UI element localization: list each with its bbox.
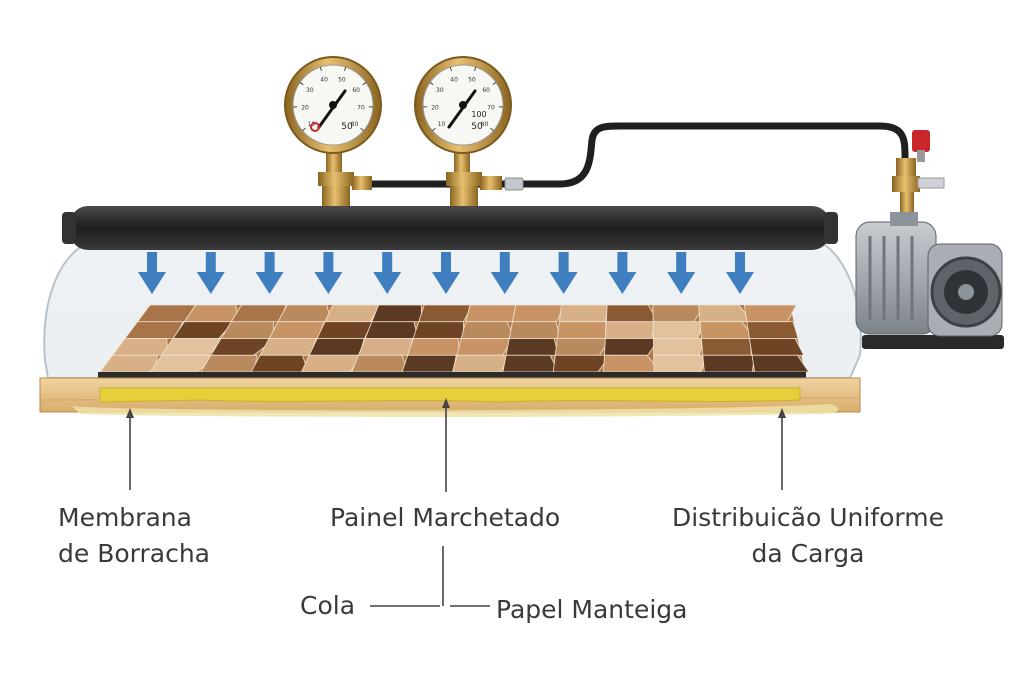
- veneer-piece: [508, 321, 562, 339]
- gauge-scale-label: 30: [306, 87, 314, 94]
- veneer-piece: [371, 304, 423, 323]
- veneer-piece: [512, 304, 565, 323]
- glue-squeeze-out: [72, 404, 839, 417]
- pressure-arrow: [608, 252, 637, 294]
- gauge-scale-label: 10: [438, 121, 446, 128]
- gauge-scale-label: 50: [338, 76, 346, 83]
- label-uniform-load: Distribuicão Uniforme da Carga: [672, 503, 944, 568]
- veneer-piece: [316, 321, 374, 339]
- veneer-piece: [300, 354, 361, 373]
- veneer-piece: [748, 338, 805, 356]
- veneer-piece: [259, 338, 317, 356]
- veneer-piece: [401, 354, 457, 373]
- gauge-scale-label: 40: [320, 76, 328, 83]
- veneer-piece: [746, 321, 799, 339]
- gauge-needle: [317, 89, 347, 129]
- gauge-scale-label: 20: [301, 104, 309, 111]
- veneer-piece: [324, 304, 381, 323]
- veneer-piece: [407, 338, 461, 356]
- veneer-piece: [308, 338, 365, 356]
- pressure-arrow: [255, 252, 284, 294]
- veneer-piece: [652, 321, 705, 339]
- gauge-scale-label: 60: [482, 87, 490, 94]
- veneer-piece: [605, 304, 659, 323]
- veneer-piece: [653, 354, 707, 373]
- veneer-piece: [558, 304, 609, 323]
- veneer-piece: [456, 338, 514, 356]
- pressure-arrow: [549, 252, 578, 294]
- veneer-piece: [351, 354, 409, 373]
- label-rubber-membrane: Membrana de Borracha: [58, 503, 210, 568]
- veneer-piece: [700, 338, 752, 356]
- veneer-piece: [418, 304, 473, 323]
- veneer-piece: [268, 321, 325, 339]
- gauge-scale-label: 30: [436, 87, 444, 94]
- gauge-scale-label: 80: [481, 121, 489, 128]
- marquetry-panel: [99, 304, 810, 373]
- vacuum-pump: [855, 212, 1004, 349]
- red-valve-handle: [912, 130, 930, 152]
- pump-valve: [892, 130, 945, 222]
- veneer-piece: [200, 354, 258, 373]
- veneer-piece: [277, 304, 332, 323]
- pressure-arrow: [667, 252, 696, 294]
- veneer-piece: [412, 321, 464, 339]
- label-marquetry-panel: Painel Marchetado: [330, 503, 561, 532]
- veneer-piece: [451, 354, 508, 373]
- veneer-piece: [465, 304, 517, 323]
- pressure-arrow: [373, 252, 402, 294]
- gauge-scale-label: 70: [357, 104, 365, 111]
- veneer-piece: [652, 338, 706, 356]
- glue-layer: [99, 387, 801, 403]
- veneer-piece: [604, 321, 656, 339]
- gauge-fitting-2: [446, 150, 502, 206]
- label-parchment-paper: Papel Manteiga: [496, 595, 688, 624]
- gauge-scale-label: 50: [468, 76, 476, 83]
- parchment-layer: [98, 372, 806, 380]
- pressure-arrow: [138, 252, 166, 294]
- veneer-piece: [357, 338, 414, 356]
- veneer-piece: [230, 304, 287, 323]
- gauge-scale-label: 40: [450, 76, 458, 83]
- veneer-piece: [505, 338, 560, 356]
- gauge-reading: 50: [341, 122, 353, 132]
- pressure-arrow: [490, 252, 519, 294]
- gauge-extra-label: 100: [471, 110, 486, 119]
- press-top-bar: [70, 206, 830, 250]
- pressure-arrows: [138, 252, 754, 294]
- label-glue: Cola: [300, 591, 356, 620]
- pressure-arrow: [314, 252, 343, 294]
- gauge-scale-label: 20: [431, 104, 439, 111]
- veneer-piece: [751, 354, 810, 373]
- gauge-scale-label: 60: [352, 87, 360, 94]
- veneer-piece: [702, 354, 755, 373]
- veneer-piece: [743, 304, 798, 323]
- veneer-piece: [604, 338, 661, 356]
- gauge-scale-label: 70: [487, 104, 495, 111]
- veneer-piece: [556, 321, 607, 339]
- pressure-arrow: [726, 252, 754, 294]
- veneer-piece: [460, 321, 516, 339]
- leader-lines: [126, 398, 786, 607]
- veneer-piece: [250, 354, 309, 373]
- gauge-needle: [447, 89, 477, 129]
- gauge-reading: 50: [471, 122, 483, 132]
- pressure-arrow: [196, 252, 225, 294]
- gauge-scale-label: 80: [351, 121, 359, 128]
- gauge-fitting-1: [318, 150, 372, 206]
- veneer-piece: [364, 321, 419, 339]
- pressure-arrow: [432, 252, 460, 294]
- veneer-piece: [502, 354, 560, 373]
